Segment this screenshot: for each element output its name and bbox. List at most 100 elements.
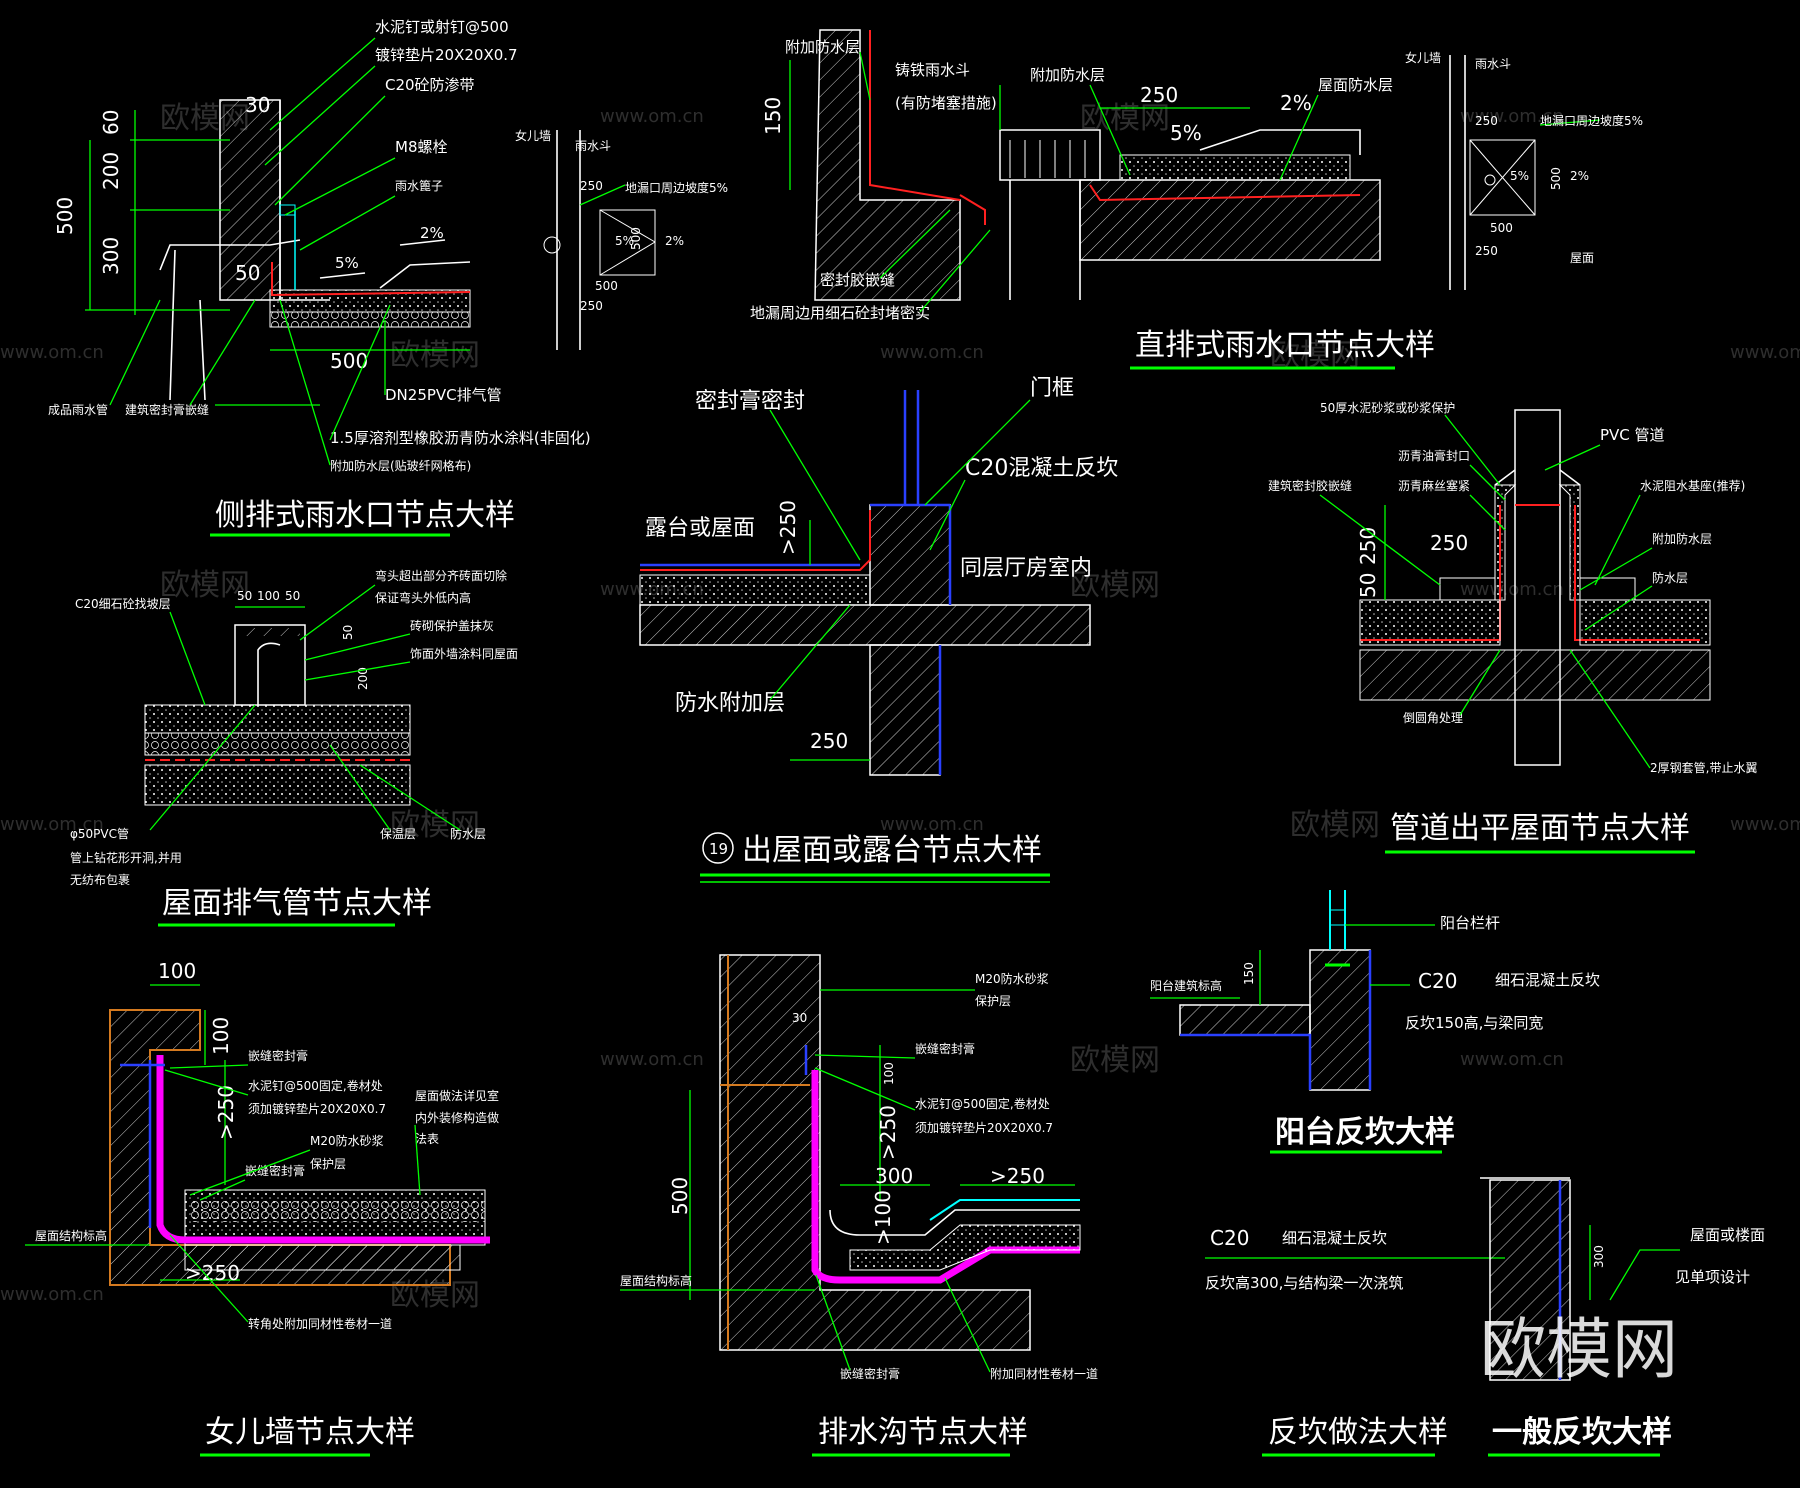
- callout-label: 附加防水层: [785, 38, 860, 56]
- brand-watermark: 欧模网: [1480, 1311, 1678, 1388]
- dim-label: 300: [875, 1164, 913, 1188]
- watermark-url: www.om.cn: [880, 814, 984, 835]
- dim-label: >250: [185, 1261, 240, 1285]
- callout-label: 50厚水泥砂浆或砂浆保护: [1320, 400, 1455, 415]
- callout-label: 附加防水层: [1030, 66, 1105, 84]
- plan-label: 250: [1475, 244, 1498, 258]
- plan-label: 500: [595, 279, 618, 293]
- watermark-url: www.om.cn: [880, 342, 984, 363]
- plan-label: 500: [1549, 167, 1563, 190]
- watermark: 欧模网: [1290, 808, 1380, 843]
- callout-label: 饰面外墙涂料同屋面: [410, 646, 518, 661]
- dim-label: 100: [158, 959, 196, 983]
- dim-label: 250: [1356, 527, 1380, 565]
- callout-label: 转角处附加同材性卷材一道: [248, 1316, 392, 1331]
- callout-label: 保证弯头外低内高: [375, 590, 471, 605]
- callout-label: 反坎高300,与结构梁一次浇筑: [1205, 1274, 1403, 1292]
- callout-label: 内外装修构造做: [415, 1110, 499, 1125]
- callout-label: 嵌缝密封膏: [245, 1163, 305, 1178]
- callout-label: 建筑密封胶嵌缝: [1268, 478, 1352, 493]
- dim-label: >250: [214, 1085, 238, 1140]
- callout-label: 屋面做法详见室: [415, 1088, 499, 1103]
- detail-title: 管道出平屋面节点大样: [1390, 811, 1690, 846]
- watermark-url: www.om.cn: [1460, 579, 1564, 600]
- callout-label: 法表: [415, 1132, 439, 1146]
- callout-label: 雨水篦子: [395, 178, 443, 193]
- dim-label: 5%: [1170, 121, 1202, 145]
- callout-label: DN25PVC排气管: [385, 386, 502, 404]
- dim-label: 200: [99, 152, 123, 190]
- callout-label: 露台或屋面: [645, 516, 755, 541]
- callout-label: φ50PVC管: [70, 826, 129, 841]
- callout-label: 沥青油膏封口: [1398, 448, 1470, 463]
- callout-label: 水泥钉@500固定,卷材处: [915, 1096, 1050, 1111]
- dim-label: 150: [761, 97, 785, 135]
- callout-label: 建筑密封膏嵌缝: [125, 402, 209, 417]
- callout-label: 须加镀锌垫片20X20X0.7: [248, 1101, 386, 1116]
- watermark-url: www.om.cn: [600, 106, 704, 127]
- callout-label: 门框: [1030, 376, 1074, 401]
- detail-general-curb: 300 屋面或楼面 见单项设计 一般反坎大样: [1480, 1177, 1765, 1457]
- callout-label: M20防水砂浆: [975, 971, 1049, 986]
- watermark: 欧模网: [1070, 568, 1160, 603]
- dim-label: 500: [668, 1177, 692, 1215]
- detail-title: 屋面排气管节点大样: [162, 886, 432, 921]
- detail-side-drain: 500 60 200 300 30 50 500 5% 2% 水泥钉或射钉@50…: [48, 18, 591, 537]
- callout-label: 防水层: [1652, 570, 1688, 585]
- callout-label: 嵌缝密封膏: [915, 1041, 975, 1056]
- callout-label: 屋面防水层: [1318, 76, 1393, 94]
- detail-direct-drain: 附加防水层 铸铁雨水斗 (有防堵塞措施) 附加防水层 屋面防水层 密封胶嵌缝 地…: [750, 29, 1435, 370]
- watermark-url: www.om.cn: [1730, 814, 1800, 835]
- dim-label: 250: [1430, 531, 1468, 555]
- callout-label: 嵌缝密封膏: [840, 1366, 900, 1381]
- callout-label: 附加同材性卷材一道: [990, 1366, 1098, 1381]
- plan-label: 250: [1475, 114, 1498, 128]
- dim-label: 100: [257, 589, 280, 603]
- plan-label: 500: [1490, 221, 1513, 235]
- callout-label: 反坎150高,与梁同宽: [1405, 1014, 1543, 1032]
- callout-label: 屋面结构标高: [35, 1228, 107, 1243]
- callout-label: 须加镀锌垫片20X20X0.7: [915, 1120, 1053, 1135]
- detail-parapet: 100 100 >250 >250 嵌缝密封膏 水泥钉@500固定,卷材处 须加…: [25, 959, 499, 1457]
- slope-label: 5%: [335, 254, 359, 272]
- watermark: 欧模网: [160, 568, 250, 603]
- dim-label: 60: [99, 110, 123, 135]
- callout-label: 保温层: [380, 827, 416, 841]
- dim-label: 250: [1140, 83, 1178, 107]
- callout-label: 砖砌保护盖抹灰: [410, 618, 494, 633]
- callout-label: (有防堵塞措施): [895, 94, 997, 112]
- plan-label: 雨水斗: [575, 139, 611, 153]
- callout-label: 同层厅房室内: [960, 556, 1092, 581]
- callout-label: 细石混凝土反坎: [1495, 971, 1600, 989]
- slope-label: 2%: [420, 224, 444, 242]
- plan-label: 5%: [1510, 169, 1529, 183]
- watermark-url: www.om.cn: [0, 342, 104, 363]
- callout-label: 防水层: [450, 826, 486, 841]
- dim-label: 200: [356, 667, 370, 690]
- callout-label: C20砼防渗带: [385, 76, 475, 94]
- callout-label: 1.5厚溶剂型橡胶沥青防水涂料(非固化): [330, 429, 591, 447]
- callout-label: 嵌缝密封膏: [248, 1048, 308, 1063]
- detail-curb-method: C20 细石混凝土反坎 反坎高300,与结构梁一次浇筑 反坎做法大样: [1205, 1226, 1505, 1457]
- dim-label: 50: [285, 589, 300, 603]
- dim-label: 50: [235, 261, 260, 285]
- dim-label: >250: [990, 1164, 1045, 1188]
- detail-vent-pipe: 50 100 50 50 200 C20细石砼找坡层 弯头超出部分齐砖面切除 保…: [70, 568, 518, 927]
- watermark-url: www.om.cn: [0, 814, 104, 835]
- callout-label: 细石混凝土反坎: [1282, 1229, 1387, 1247]
- plan-label: 地漏口周边坡度5%: [1540, 113, 1643, 128]
- callout-label: 倒圆角处理: [1403, 711, 1463, 725]
- detail-number: 19: [709, 840, 728, 858]
- callout-label: 屋面结构标高: [620, 1273, 692, 1288]
- detail-title: 直排式雨水口节点大样: [1135, 328, 1435, 363]
- plan-label: 雨水斗: [1475, 57, 1511, 71]
- dim-label: 50: [1356, 573, 1380, 598]
- detail-pipe: 250 50 250 50厚水泥砂浆或砂浆保护 PVC 管道 沥青油膏封口 沥青…: [1268, 400, 1757, 854]
- dim-label: 100: [882, 1062, 896, 1085]
- callout-label: 弯头超出部分齐砖面切除: [375, 568, 507, 583]
- plan-label: 屋面: [1570, 251, 1594, 265]
- callout-label: 沥青麻丝塞紧: [1398, 478, 1470, 493]
- watermark-layer: 欧模网 欧模网 欧模网 欧模网 欧模网 欧模网 欧模网 欧模网 欧模网 欧模网 …: [0, 101, 1800, 1313]
- callout-label: 2厚钢套管,带止水翼: [1650, 760, 1757, 775]
